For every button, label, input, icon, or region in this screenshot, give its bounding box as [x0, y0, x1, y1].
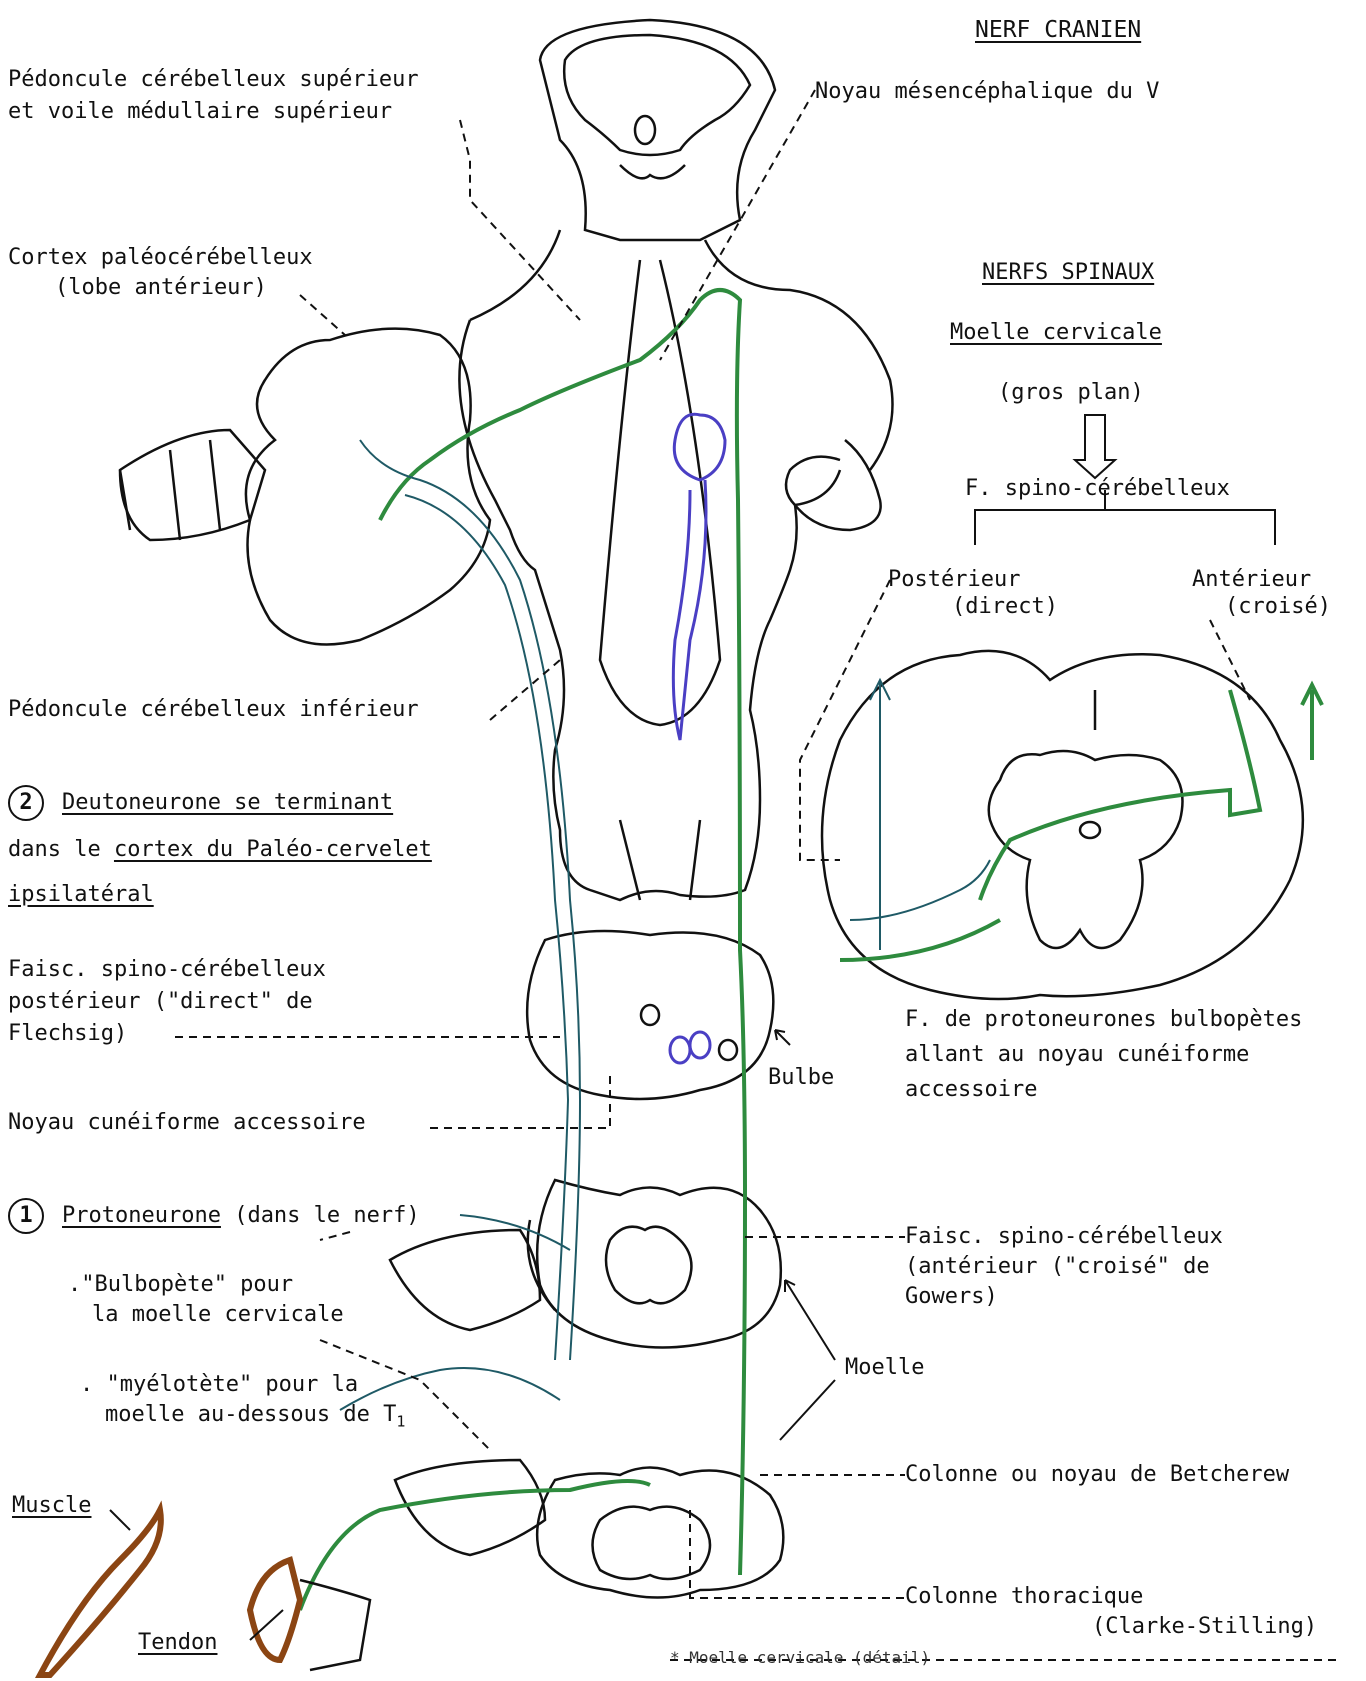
deutoneurone-line-1: Deutoneurone se terminant — [62, 790, 393, 815]
label-deutoneurone-2: dans le cortex du Paléo-cervelet — [8, 835, 432, 865]
label-inf-peduncle: Pédoncule cérébelleux inférieur — [8, 695, 419, 725]
deutoneurone-line-2b: cortex du Paléo-cervelet — [114, 837, 432, 862]
label-proto-bulbo-2: allant au noyau cunéiforme — [905, 1040, 1249, 1070]
cervical-cord-closeup — [822, 651, 1303, 999]
label-clarke-2: (Clarke-Stilling) — [1092, 1612, 1317, 1642]
label-posterior-2: (direct) — [952, 592, 1058, 622]
heading-close-up: (gros plan) — [998, 378, 1144, 408]
label-ant-tract-3: Gowers) — [905, 1282, 998, 1312]
label-sup-peduncle-2: et voile médullaire supérieur — [8, 97, 392, 127]
label-tendon: Tendon — [138, 1628, 217, 1658]
label-proto-bulbo-1: F. de protoneurones bulbopètes — [905, 1005, 1302, 1035]
protoneurone-title: Protoneurone — [62, 1203, 221, 1228]
heading-spino-cerebellar: F. spino-cérébelleux — [965, 474, 1230, 504]
mesencephalic-nucleus — [670, 414, 725, 1063]
label-paleo-cortex-2: (lobe antérieur) — [55, 273, 267, 303]
label-proto-bulbo-3: accessoire — [905, 1075, 1037, 1105]
label-bulbe: Bulbe — [768, 1063, 834, 1093]
label-anterior-2: (croisé) — [1225, 592, 1331, 622]
label-post-tract-2: postérieur ("direct" de — [8, 987, 313, 1017]
label-bulbopete-2: la moelle cervicale — [92, 1300, 344, 1330]
label-post-tract-3: Flechsig) — [8, 1019, 127, 1049]
label-myelotete-1: . "myélotète" pour la — [80, 1370, 358, 1400]
label-moelle: Moelle — [845, 1353, 924, 1383]
heading-cervical-cord: Moelle cervicale — [950, 318, 1162, 348]
deutoneurone-line-2a: dans le — [8, 837, 114, 862]
label-bulbopete-1: ."Bulbopète" pour — [68, 1270, 293, 1300]
protoneurone-detail: (dans le nerf) — [221, 1203, 420, 1228]
label-protoneurone: 1 Protoneurone (dans le nerf) — [8, 1198, 420, 1234]
tendon-shape — [250, 1560, 300, 1660]
label-sup-peduncle-1: Pédoncule cérébelleux supérieur — [8, 65, 419, 95]
label-posterior-1: Postérieur — [888, 565, 1020, 595]
label-clarke-1: Colonne thoracique — [905, 1582, 1143, 1612]
label-ant-tract-2: (antérieur ("croisé" de — [905, 1252, 1210, 1282]
heading-cranial-nerve: NERF CRANIEN — [975, 15, 1141, 45]
label-post-tract-1: Faisc. spino-cérébelleux — [8, 955, 326, 985]
label-mesencephalic-nucleus: Noyau mésencéphalique du V — [815, 77, 1159, 107]
protoneurone-number: 1 — [8, 1198, 44, 1234]
footer-note: * Moelle cervicale (détail) — [670, 1648, 930, 1667]
deutoneurone-number: 2 — [8, 785, 44, 821]
label-deutoneurone-3: ipsilatéral — [8, 880, 154, 910]
myelotete-subscript: 1 — [396, 1412, 405, 1430]
label-myelotete-2: moelle au-dessous de T1 — [105, 1400, 405, 1436]
myelotete-line-2: moelle au-dessous de T — [105, 1402, 396, 1427]
label-deutoneurone: 2 Deutoneurone se terminant — [8, 785, 393, 821]
label-accessory-cuneate: Noyau cunéiforme accessoire — [8, 1108, 366, 1138]
label-ant-tract-1: Faisc. spino-cérébelleux — [905, 1222, 1223, 1252]
label-betcherew: Colonne ou noyau de Betcherew — [905, 1460, 1289, 1490]
label-paleo-cortex-1: Cortex paléocérébelleux — [8, 243, 313, 273]
label-muscle: Muscle — [12, 1491, 91, 1521]
heading-spinal-nerves: NERFS SPINAUX — [982, 258, 1154, 288]
label-anterior-1: Antérieur — [1192, 565, 1311, 595]
